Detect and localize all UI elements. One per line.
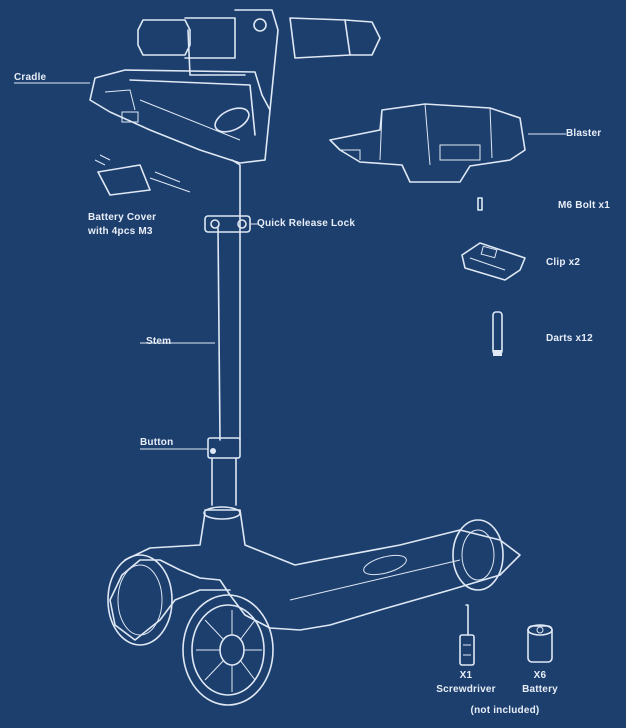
clip-label: Clip x2: [546, 257, 581, 268]
darts-label: Darts x12: [546, 333, 593, 344]
handlebar-head: [187, 9, 279, 111]
screwdriver-label: Screwdriver: [436, 684, 496, 695]
battery-cover-label-line1: Battery Cover: [88, 212, 157, 223]
not-included-label: (not included): [470, 705, 540, 716]
stem-part: [204, 159, 251, 506]
dart-part: [492, 311, 503, 356]
screwdriver-qty-label: X1: [459, 670, 473, 681]
m6-bolt-part: [477, 197, 483, 211]
blaster-part: [329, 103, 526, 183]
battery-part: [527, 624, 553, 663]
cradle-part: [89, 69, 271, 164]
leader-lines: [14, 82, 566, 450]
stem-label: Stem: [146, 336, 172, 347]
rear-wheel-left: [107, 554, 173, 646]
clip-part: [461, 242, 526, 281]
rear-wheel-right: [452, 519, 504, 591]
battery-qty-label: X6: [533, 670, 547, 681]
handlebar-grips: [137, 17, 381, 59]
scooter-base: [109, 506, 521, 641]
battery-cover-label-line2: with 4pcs M3: [88, 226, 153, 237]
blaster-label: Blaster: [566, 128, 602, 139]
cradle-label: Cradle: [14, 72, 47, 83]
front-wheel: [182, 594, 274, 706]
screwdriver-part: [459, 604, 475, 666]
battery-cover-part: [94, 154, 191, 196]
button-label: Button: [140, 437, 174, 448]
m6-bolt-label: M6 Bolt x1: [558, 200, 611, 211]
quick-release-label: Quick Release Lock: [257, 218, 356, 229]
battery-label: Battery: [522, 684, 558, 695]
